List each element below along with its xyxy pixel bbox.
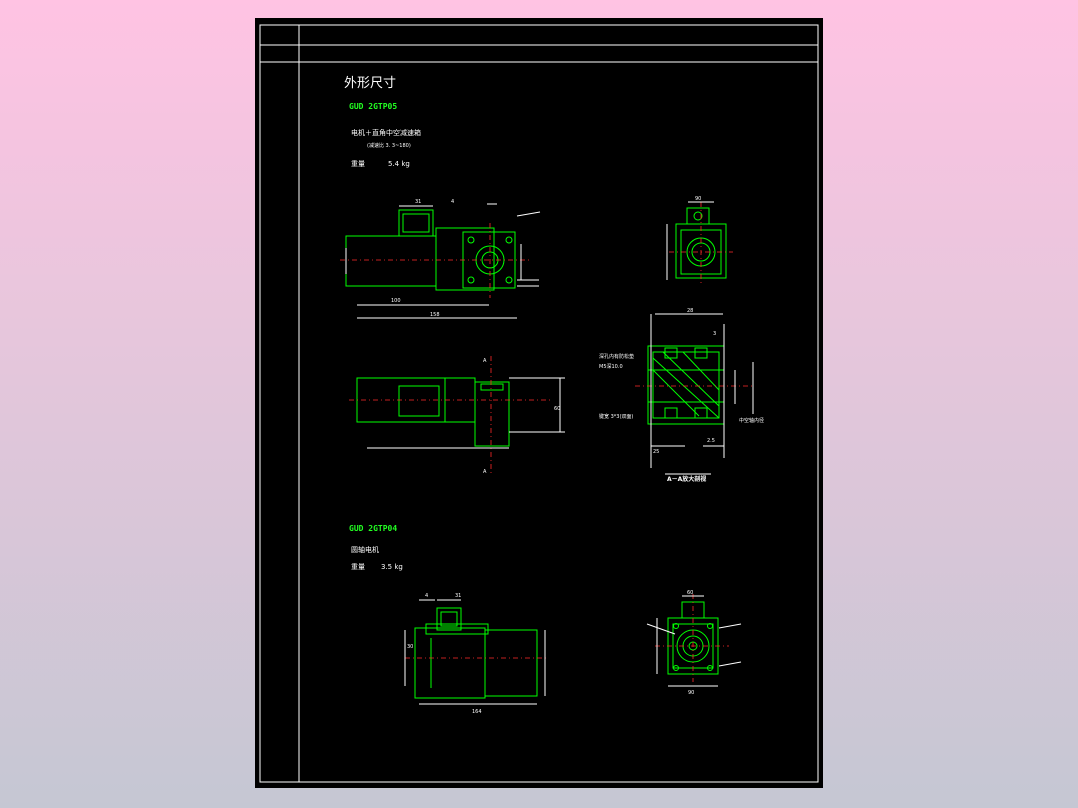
view-section-aa: 28 3 25 2.5 深孔内有防松垫 M5深10.0 键宽 3*3(双面) 中… bbox=[599, 308, 764, 483]
dim-60: 60 bbox=[554, 406, 560, 412]
view-front-1: 90 bbox=[666, 196, 733, 286]
weight-value-1: 5.4 kg bbox=[388, 160, 410, 168]
view-front-2: 90 60 bbox=[646, 590, 742, 696]
cad-drawing: 外形尺寸 GUD 2GTP05 电机＋直角中空减速箱 (减速比 3. 3~180… bbox=[259, 24, 819, 783]
outer-frame bbox=[259, 24, 819, 783]
dim2-60: 60 bbox=[687, 590, 693, 596]
weight-value-2: 3.5 kg bbox=[381, 563, 403, 571]
dim2-30: 30 bbox=[407, 644, 413, 650]
model-2: GUD 2GTP04 bbox=[349, 524, 397, 533]
weight-label-1: 重量 bbox=[351, 160, 365, 168]
drawing-sheet: 外形尺寸 GUD 2GTP05 电机＋直角中空减速箱 (减速比 3. 3~180… bbox=[255, 18, 823, 788]
note-key: 键宽 3*3(双面) bbox=[599, 413, 633, 420]
label-a-bottom: A bbox=[483, 469, 487, 475]
dim-90: 90 bbox=[695, 196, 701, 202]
view-side-1: 31 4 100 158 bbox=[340, 199, 541, 319]
dim-3: 3 bbox=[713, 331, 716, 337]
note-m5: M5深10.0 bbox=[599, 363, 623, 370]
dim-4: 4 bbox=[451, 199, 454, 205]
dim-2-5: 2.5 bbox=[707, 438, 715, 444]
model-1: GUD 2GTP05 bbox=[349, 102, 397, 111]
dim-31: 31 bbox=[415, 199, 421, 205]
dim2-90: 90 bbox=[688, 690, 694, 696]
dim-100: 100 bbox=[391, 298, 401, 304]
view-bottom-1: A A 60 bbox=[349, 356, 565, 475]
dim-28: 28 bbox=[687, 308, 693, 314]
section-caption: A－A放大剖视 bbox=[667, 475, 706, 483]
note-anti-loose: 深孔内有防松垫 bbox=[599, 353, 634, 360]
sheet-title: 外形尺寸 bbox=[344, 76, 396, 91]
dim-158: 158 bbox=[430, 312, 440, 318]
dim2-4: 4 bbox=[425, 593, 428, 599]
ratio-1: (减速比 3. 3~180) bbox=[367, 142, 411, 149]
weight-label-2: 重量 bbox=[351, 563, 365, 571]
dim-25: 25 bbox=[653, 449, 659, 455]
note-bore: 中空轴内径 bbox=[739, 417, 764, 424]
dim2-31: 31 bbox=[455, 593, 461, 599]
dim2-164: 164 bbox=[472, 709, 482, 715]
desc-2: 圆轴电机 bbox=[351, 545, 379, 554]
label-a-top: A bbox=[483, 358, 487, 364]
view-side-2: 4 31 164 30 bbox=[404, 593, 547, 715]
desc-1: 电机＋直角中空减速箱 bbox=[351, 128, 421, 137]
